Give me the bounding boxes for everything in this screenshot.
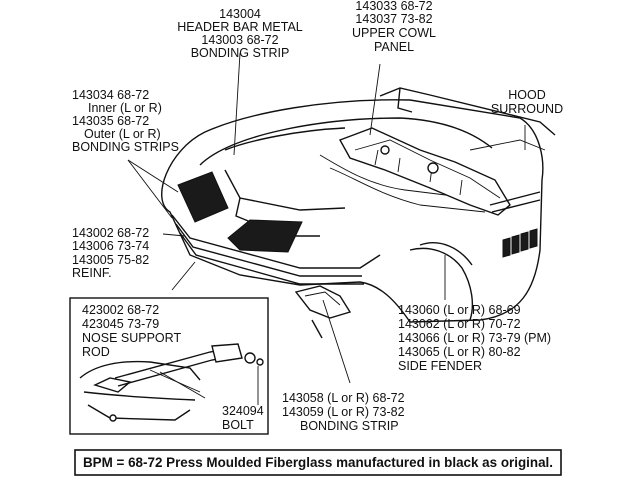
side-fender-number-2: 143062 (L or R) 70-72 <box>398 317 521 331</box>
reinf-number-1: 143002 68-72 <box>72 226 149 240</box>
nose-rod-name: NOSE SUPPORT <box>82 331 181 345</box>
callout-bonding-strips: 143034 68-72 Inner (L or R) 143035 68-72… <box>72 88 179 154</box>
callout-side-fender: 143060 (L or R) 68-69 143062 (L or R) 70… <box>398 303 551 373</box>
callout-header-bar: 143004 HEADER BAR METAL 143003 68-72 BON… <box>177 7 303 60</box>
bonding-strips-number-2: 143035 68-72 <box>72 114 149 128</box>
hood-surround-line-1: HOOD <box>508 88 546 102</box>
bonding-strips-inner: Inner (L or R) <box>88 101 162 115</box>
bolt-name: BOLT <box>222 418 254 432</box>
reinf-name: REINF. <box>72 266 112 280</box>
callout-bottom-strip: 143058 (L or R) 68-72 143059 (L or R) 73… <box>282 391 405 433</box>
side-fender <box>409 191 541 321</box>
car-front-drawing <box>161 87 556 339</box>
nose-rod-number-1: 423002 68-72 <box>82 303 159 317</box>
front-bonding-strip <box>294 285 352 339</box>
upper-cowl-number-1: 143033 68-72 <box>355 0 432 13</box>
nose-rod-number-2: 423045 73-79 <box>82 317 159 331</box>
callout-upper-cowl: 143033 68-72 143037 73-82 UPPER COWL PAN… <box>352 0 436 54</box>
header-bar-strip-name: BONDING STRIP <box>191 46 290 60</box>
side-fender-name: SIDE FENDER <box>398 359 482 373</box>
header-bar-strip-number: 143003 68-72 <box>201 33 278 47</box>
upper-cowl-panel <box>338 127 511 216</box>
upper-cowl-name: UPPER COWL <box>352 26 436 40</box>
bolt-number: 324094 <box>222 404 264 418</box>
nose-support-inset <box>69 297 269 435</box>
bottom-strip-number-1: 143058 (L or R) 68-72 <box>282 391 405 405</box>
header-bar-part-number: 143004 <box>219 7 261 21</box>
side-fender-number-3: 143066 (L or R) 73-79 (PM) <box>398 331 551 345</box>
reinf-number-2: 143006 73-74 <box>72 239 149 253</box>
upper-cowl-number-2: 143037 73-82 <box>355 12 432 26</box>
callout-reinf: 143002 68-72 143006 73-74 143005 75-82 R… <box>72 226 149 280</box>
header-bar-name: HEADER BAR METAL <box>177 20 303 34</box>
bonding-strips-name: BONDING STRIPS <box>72 140 179 154</box>
footer-text: BPM = 68-72 Press Moulded Fiberglass man… <box>83 455 553 470</box>
upper-cowl-name-2: PANEL <box>374 40 414 54</box>
side-fender-number-1: 143060 (L or R) 68-69 <box>398 303 521 317</box>
bonding-strips-outer: Outer (L or R) <box>84 127 161 141</box>
callout-hood-surround: HOOD SURROUND <box>491 88 563 116</box>
hood-surround-line-2: SURROUND <box>491 102 563 116</box>
bonding-strips-number-1: 143034 68-72 <box>72 88 149 102</box>
side-fender-number-4: 143065 (L or R) 80-82 <box>398 345 521 359</box>
bottom-strip-number-2: 143059 (L or R) 73-82 <box>282 405 405 419</box>
reinf-number-3: 143005 75-82 <box>72 253 149 267</box>
callout-nose-rod: 423002 68-72 423045 73-79 NOSE SUPPORT R… <box>82 303 181 359</box>
footer-note: BPM = 68-72 Press Moulded Fiberglass man… <box>74 449 562 476</box>
bottom-strip-name: BONDING STRIP <box>300 419 399 433</box>
nose-rod-name-2: ROD <box>82 345 110 359</box>
callout-bolt: 324094 BOLT <box>222 404 264 432</box>
leader-lines <box>127 52 526 384</box>
